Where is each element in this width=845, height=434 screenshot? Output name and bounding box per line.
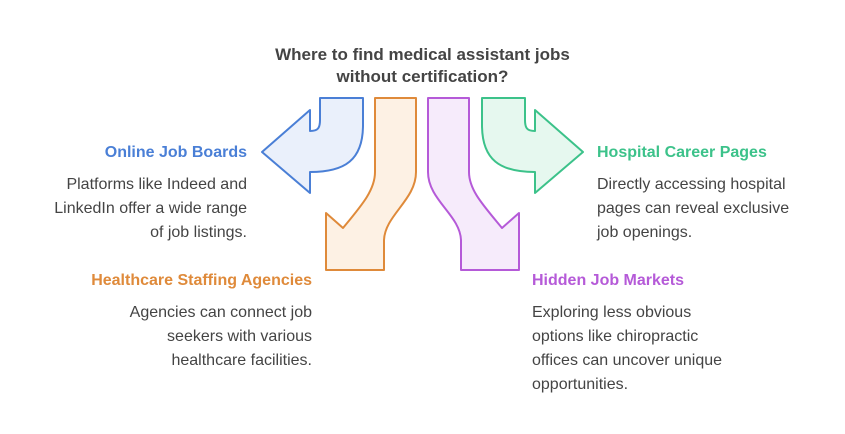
staffing-agencies-title: Healthcare Staffing Agencies bbox=[91, 272, 312, 289]
description-line: Directly accessing hospital bbox=[597, 176, 786, 193]
hospital-career-pages-description: Directly accessing hospital pages can re… bbox=[597, 173, 789, 245]
title-line-1: Where to find medical assistant jobs bbox=[275, 45, 570, 64]
hidden-job-markets-arrow bbox=[427, 97, 520, 271]
description-line: seekers with various bbox=[167, 328, 312, 345]
online-job-boards-arrow bbox=[261, 97, 364, 194]
description-line: Exploring less obvious bbox=[532, 304, 692, 321]
hospital-career-pages-title: Hospital Career Pages bbox=[597, 144, 767, 161]
hospital-career-pages-arrow bbox=[481, 97, 584, 194]
description-line: offices can uncover unique bbox=[532, 352, 723, 369]
description-line: pages can reveal exclusive bbox=[597, 200, 790, 217]
description-line: opportunities. bbox=[532, 376, 629, 393]
description-line: LinkedIn offer a wide range bbox=[54, 200, 247, 217]
description-line: healthcare facilities. bbox=[171, 352, 312, 369]
online-job-boards-title: Online Job Boards bbox=[104, 144, 247, 161]
hidden-job-markets-title: Hidden Job Markets bbox=[532, 272, 685, 289]
staffing-agencies-description: Agencies can connect job seekers with va… bbox=[130, 301, 312, 373]
description-line: job openings. bbox=[597, 224, 693, 241]
hidden-job-markets-description: Exploring less obvious options like chir… bbox=[532, 301, 722, 397]
description-line: Platforms like Indeed and bbox=[66, 176, 247, 193]
description-line: options like chiropractic bbox=[532, 328, 699, 345]
diagram-title: Where to find medical assistant jobs wit… bbox=[0, 44, 845, 88]
staffing-agencies-arrow bbox=[325, 97, 417, 271]
description-line: of job listings. bbox=[150, 224, 247, 241]
description-line: Agencies can connect job bbox=[129, 304, 312, 321]
online-job-boards-description: Platforms like Indeed and LinkedIn offer… bbox=[54, 173, 247, 245]
title-line-2: without certification? bbox=[336, 67, 509, 86]
